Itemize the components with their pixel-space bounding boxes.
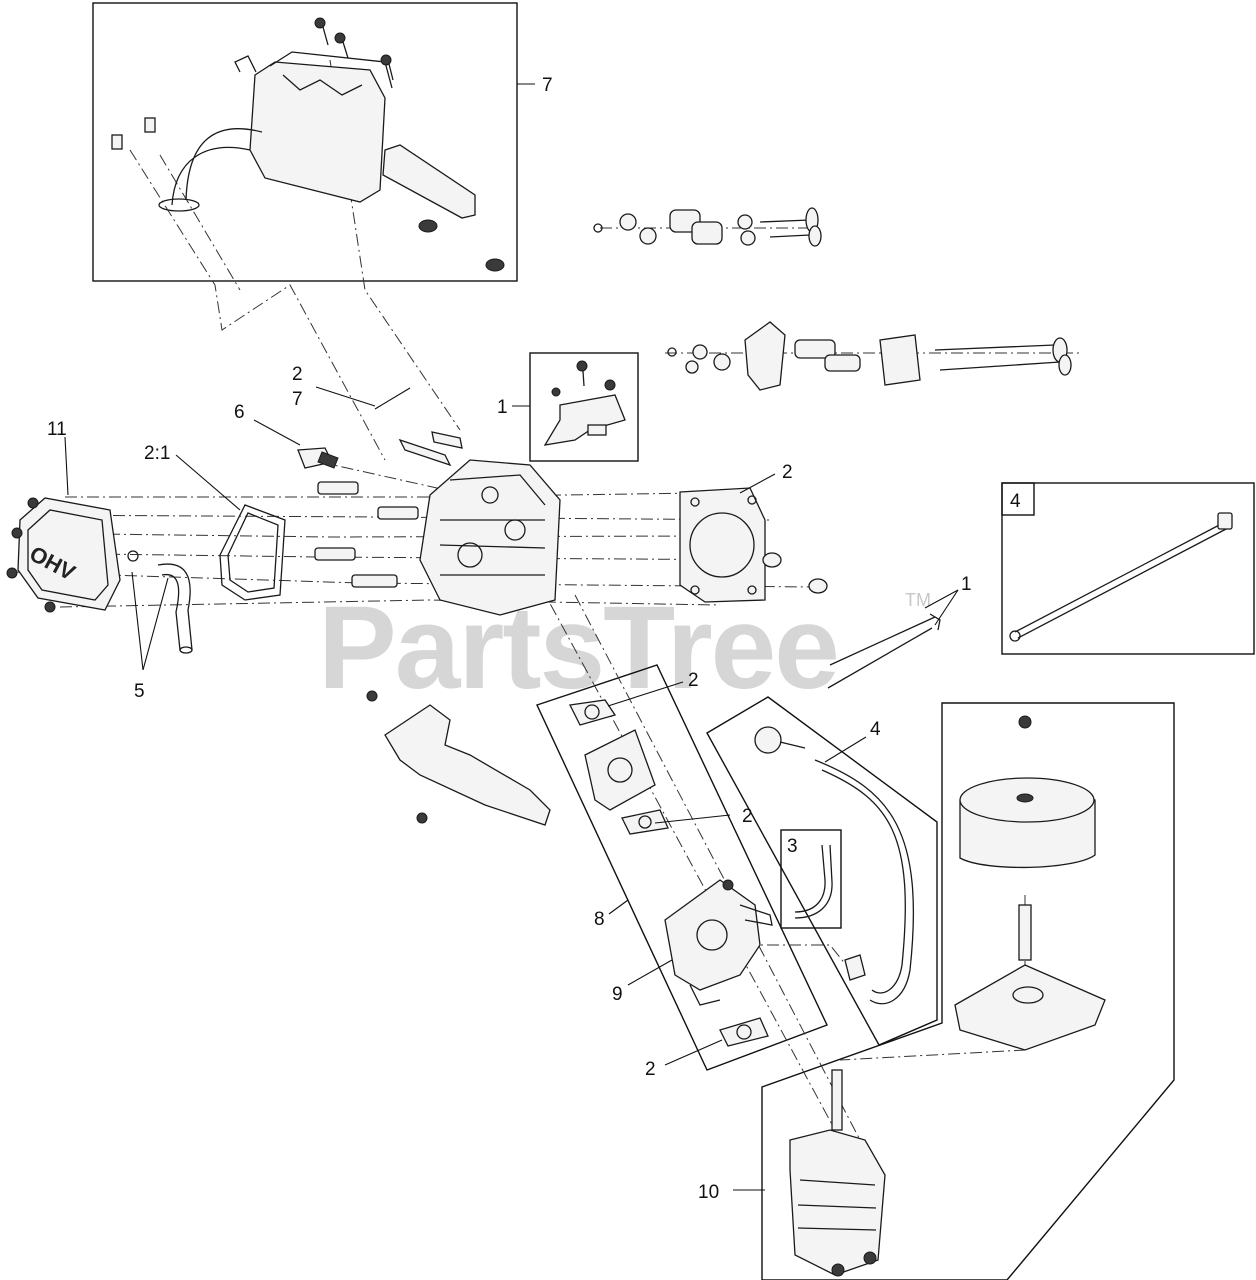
callout-stud-top: 2 [292,364,303,385]
muffler [111,17,505,272]
callout-choke-bracket: 1 [497,397,508,418]
callout-breather-tube: 5 [134,681,145,702]
head-gasket [679,487,828,603]
callout-fuel-line: 4 [870,719,881,740]
callout-cable-tie: 4 [1010,491,1021,512]
callout-valve-cover-gasket: 2:1 [144,443,170,464]
valve-train-parts [593,207,1072,391]
callout-muffler: 7 [542,75,553,96]
watermark-trademark: TM [905,590,931,610]
callout-carb-gasket-top: 2 [688,670,699,691]
cable-tie-box-tab [1001,482,1035,516]
air-cleaner [789,715,1106,1277]
spark-plug [297,447,339,469]
cylinder-head [314,431,561,616]
callout-head-gasket: 2 [782,462,793,483]
callout-stud-bottom: 7 [292,389,303,410]
callout-air-cleaner: 10 [698,1182,719,1203]
intake-kit-box [536,664,828,1071]
callouts: 7 2 7 1 6 11 2:1 2 4 1 5 2 4 2 3 8 9 2 1… [47,75,1021,1203]
callout-intake-kit: 8 [594,909,605,930]
callout-spark-plug: 6 [234,402,245,423]
callout-throttle-rods: 1 [961,574,972,595]
cable-tie [1009,512,1233,642]
callout-carb-gasket-bottom: 2 [645,1059,656,1080]
vent-tube [794,844,833,919]
throttle-rods [827,613,941,689]
valve-cover-gasket [219,504,286,601]
valve-cover: OHV [6,497,139,613]
cable-tie-box [1001,482,1255,655]
choke-bracket [543,360,626,446]
callout-valve-cover: 11 [47,419,67,440]
carburetor [664,879,773,1006]
intake-spacer [569,699,769,1047]
muffler-kit-box [92,2,518,282]
leader-lines [64,83,959,1191]
callout-carb-gasket-mid: 2 [742,806,753,827]
callout-vent-tube: 3 [787,836,798,857]
fuel-line-box [706,696,938,1046]
air-cleaner-box [761,702,1175,1280]
callout-carburetor: 9 [612,984,623,1005]
fuel-line [754,726,914,1005]
choke-bracket-box [529,352,639,462]
vent-tube-box [780,829,842,929]
heat-shield [366,690,551,826]
watermark: PartsTree [318,582,838,714]
breather-tube [157,563,193,654]
